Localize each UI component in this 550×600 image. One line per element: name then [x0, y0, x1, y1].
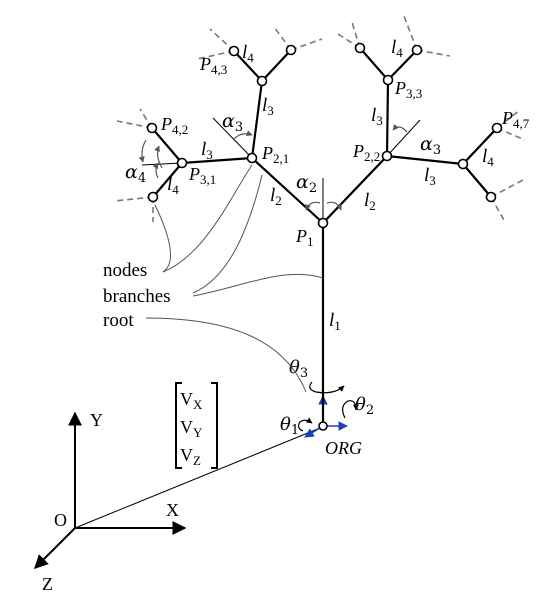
- branch-l4-p31-p42: [151, 127, 183, 164]
- branch-l4-right-lower: [462, 163, 492, 198]
- label-p43: P4,3: [199, 54, 227, 77]
- node-p43-left: [228, 45, 240, 57]
- label-l2-right: l2: [364, 190, 376, 213]
- label-p31: P3,1: [188, 164, 216, 187]
- org-label: ORG: [325, 438, 362, 458]
- alpha4-arc-3: [138, 139, 147, 163]
- alpha4-arc: [154, 145, 163, 169]
- leader-root: [145, 317, 307, 393]
- angle-labels: α2 α3 α3 α4: [125, 110, 441, 196]
- theta1-label: θ1: [280, 414, 299, 438]
- angle-reference-lines: [141, 117, 421, 223]
- leader-nodes-2: [162, 164, 253, 273]
- angle-arcs: [138, 123, 408, 211]
- theta1-arc: [297, 417, 313, 432]
- node-p21: [246, 152, 258, 164]
- label-alpha2: α2: [296, 171, 317, 196]
- branch-l4-p43-right: [261, 49, 292, 82]
- legend: nodes branches root: [103, 260, 171, 331]
- node-p31: [176, 157, 188, 169]
- leader-branches-1: [192, 174, 263, 294]
- label-alpha4: α4: [125, 161, 146, 186]
- label-p21: P2,1: [261, 143, 289, 166]
- node-p31-lower: [147, 191, 159, 203]
- label-alpha3-left: α3: [222, 110, 243, 135]
- node-p43-right: [285, 44, 297, 56]
- alpha4-arc-2: [152, 162, 159, 179]
- leader-nodes-1: [154, 204, 171, 273]
- left-bracket: [175, 382, 182, 469]
- right-bracket: [211, 382, 218, 469]
- label-l3-p21-p43: l3: [262, 95, 274, 118]
- label-l3-p22-right: l3: [424, 165, 436, 188]
- branch-l3-p22-p33: [385, 79, 390, 157]
- theta2-arc: [342, 400, 359, 419]
- label-p1: P1: [295, 226, 314, 249]
- label-p47: P4,7: [501, 108, 530, 131]
- theta3-label: θ3: [289, 357, 308, 381]
- branch-l3-p21-p31: [181, 156, 253, 165]
- tree-nodes: [146, 42, 503, 229]
- node-right-lower: [485, 191, 497, 203]
- label-alpha3-right: α3: [420, 133, 441, 158]
- legend-root: root: [103, 310, 134, 331]
- label-l3-p21-p31: l3: [201, 139, 213, 162]
- node-labels: P1 P2,1 P2,2 P3,1 P3,3 P4,2 P4,3 P4,7: [160, 54, 530, 249]
- node-p33-left: [354, 42, 366, 54]
- label-p22: P2,2: [352, 141, 380, 164]
- length-labels: l1 l2 l2 l3 l3 l3 l3 l4 l4 l4 l4: [167, 37, 494, 333]
- label-p42: P4,2: [160, 114, 188, 137]
- label-l3-p22-p33: l3: [371, 105, 383, 128]
- z-axis-label: Z: [42, 574, 53, 594]
- node-p43-junction: [256, 75, 268, 87]
- vx-entry: VX: [180, 389, 203, 412]
- vy-entry: VY: [180, 417, 203, 440]
- leader-branches-2: [192, 273, 324, 297]
- node-p42: [146, 122, 158, 134]
- branch-l3-p22-right: [386, 154, 464, 166]
- label-l4-p43: l4: [242, 42, 254, 65]
- legend-branches: branches: [103, 286, 171, 307]
- tree-branches: [151, 47, 498, 422]
- alpha2-arc-left: [305, 201, 321, 211]
- x-axis-label: X: [166, 500, 179, 520]
- z-axis: [34, 527, 76, 569]
- org-frame: ORG θ1 θ2 θ3: [280, 357, 374, 458]
- label-l4-right: l4: [482, 146, 494, 169]
- branch-l2-left: [251, 157, 324, 224]
- node-p33-right: [411, 44, 423, 56]
- branch-l4-p33-left: [359, 47, 389, 81]
- branch-l3-p21-p43: [250, 80, 264, 159]
- world-frame: O Y X Z: [34, 410, 321, 594]
- branch-l4-right-p47: [462, 127, 498, 165]
- label-l4-p31: l4: [167, 174, 179, 197]
- legend-nodes: nodes: [103, 260, 147, 281]
- theta3-arc: [309, 381, 345, 394]
- node-right-junction: [457, 158, 469, 170]
- branch-l2-right: [322, 155, 388, 224]
- org-point: [318, 421, 328, 431]
- branch-l4-p33-right: [387, 49, 418, 81]
- alpha2-arc-right: [326, 201, 342, 211]
- origin-label: O: [54, 510, 67, 530]
- node-p22: [381, 150, 393, 162]
- branch-l4-p43-left: [233, 50, 263, 82]
- branch-l4-p31-lower: [152, 162, 183, 198]
- position-vector: [74, 427, 321, 529]
- label-l4-p33: l4: [391, 37, 403, 60]
- label-p33: P3,3: [394, 78, 422, 101]
- alpha3-arc-right: [392, 123, 408, 133]
- node-p33: [382, 74, 394, 86]
- vz-entry: VZ: [180, 445, 201, 468]
- label-l2-left: l2: [270, 185, 282, 208]
- legend-leaders: [145, 164, 324, 393]
- label-l1: l1: [329, 310, 341, 333]
- position-vector-matrix: VX VY VZ: [175, 382, 218, 469]
- node-p47: [491, 122, 503, 134]
- theta2-label: θ2: [355, 394, 374, 418]
- y-axis-label: Y: [90, 410, 103, 430]
- alpha3-arc-left: [232, 130, 253, 141]
- node-p1: [317, 217, 329, 229]
